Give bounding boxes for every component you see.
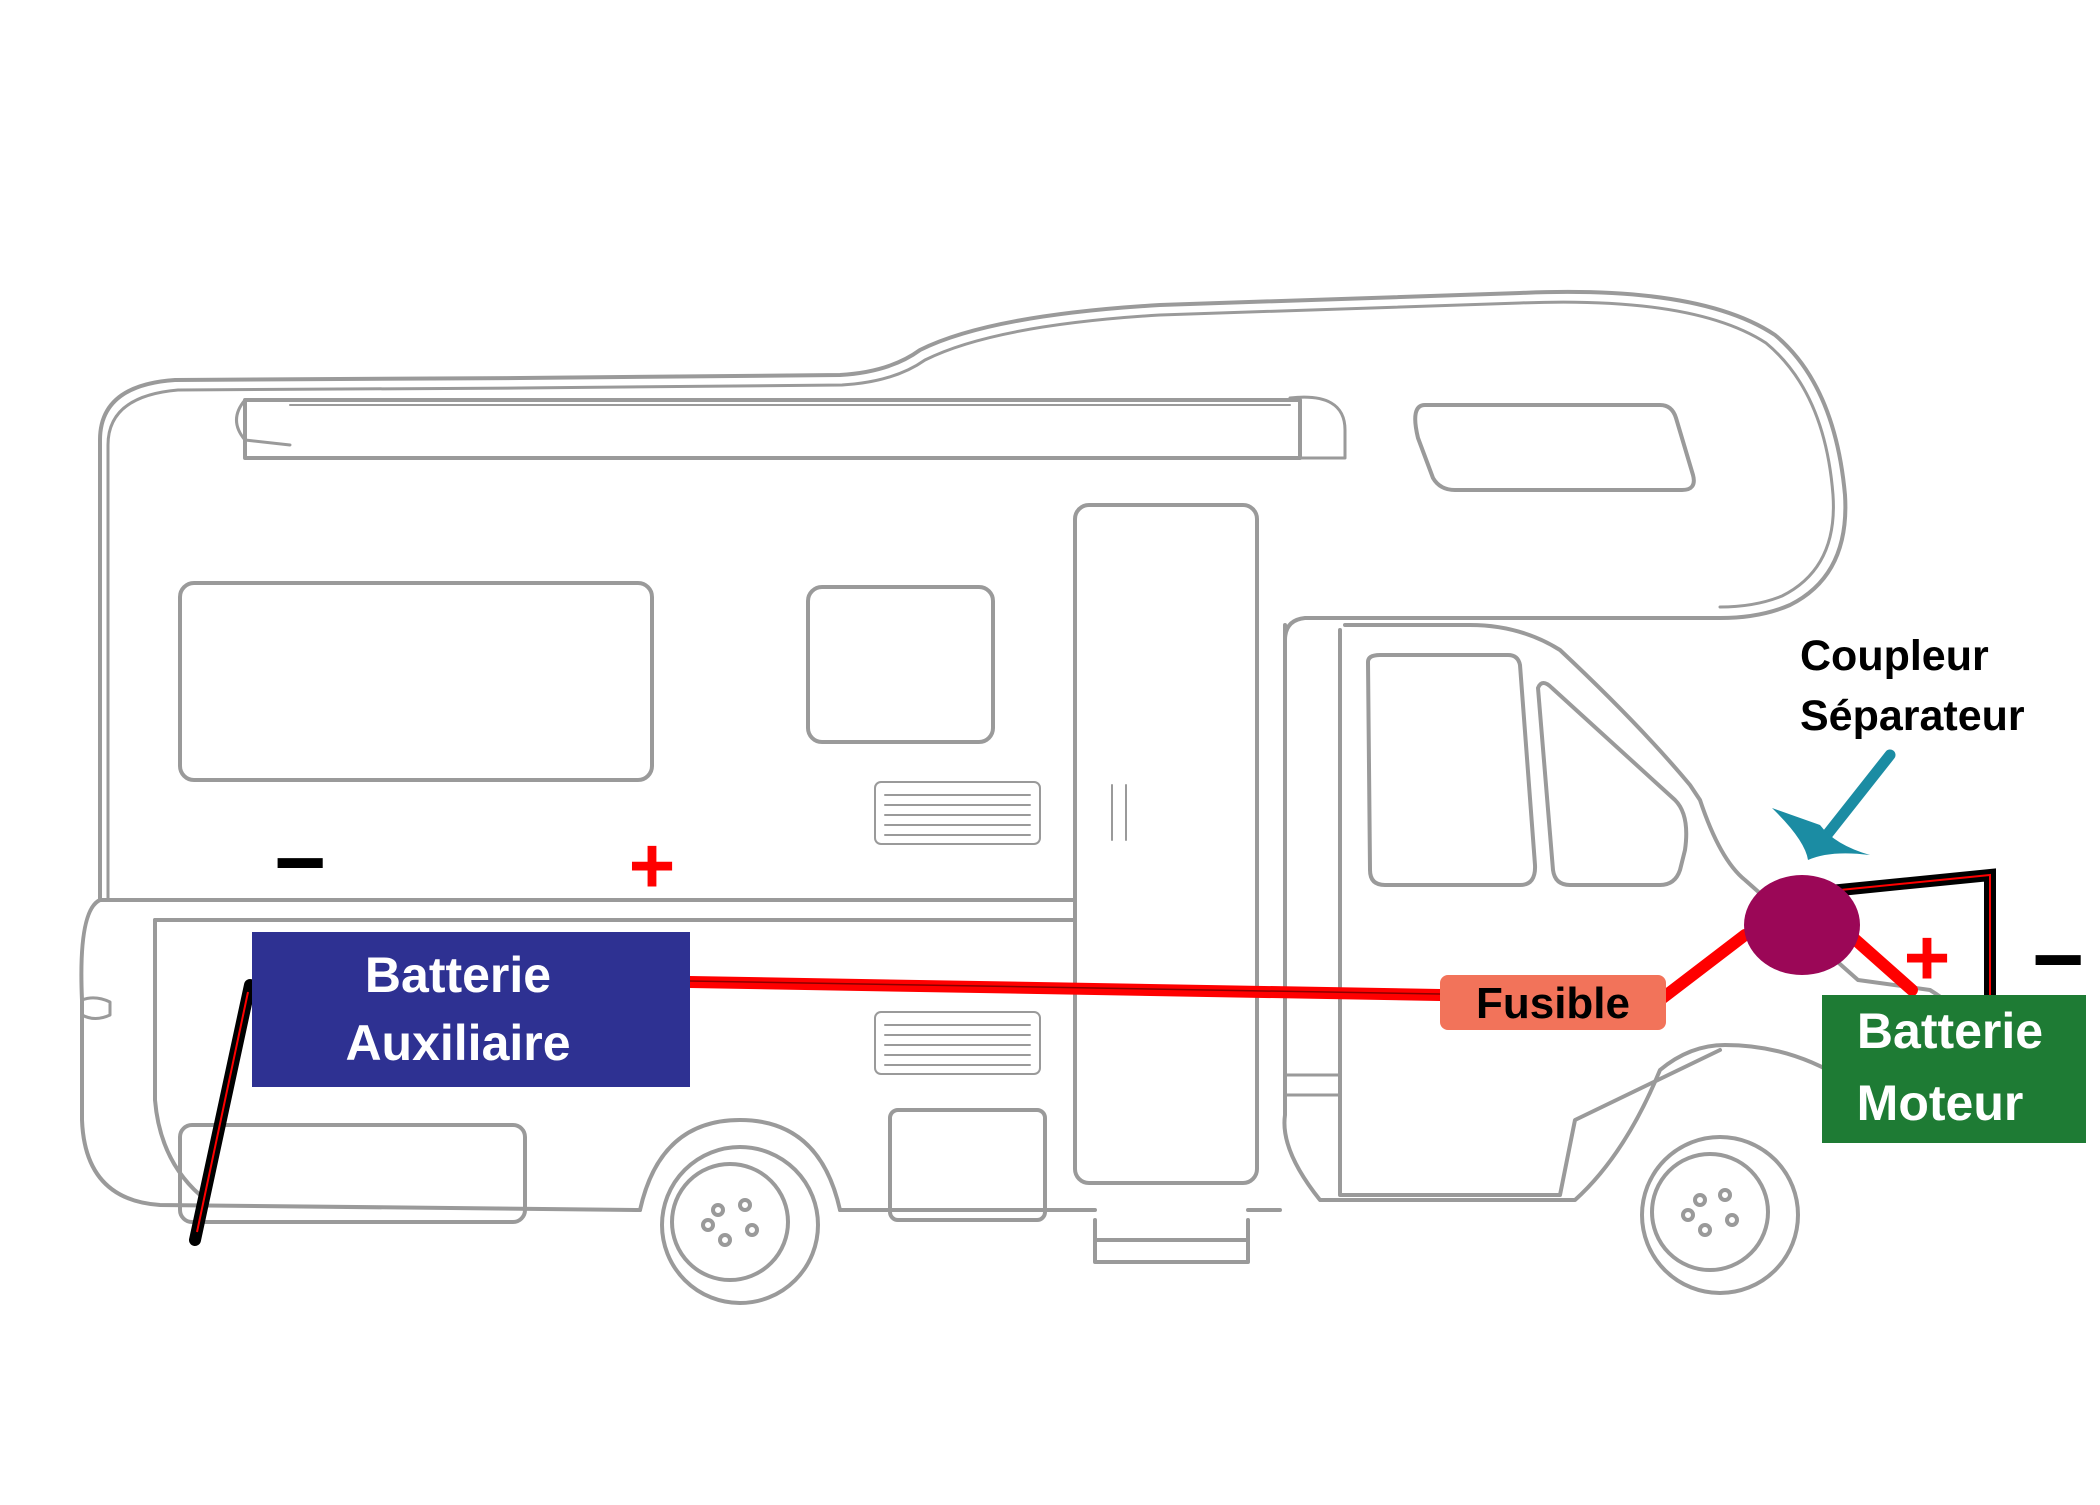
- aux-plus-terminal: +: [629, 821, 676, 910]
- rear-bumper: [153, 918, 202, 1197]
- fuse: Fusible: [1440, 975, 1666, 1030]
- lower-skirt: [79, 898, 642, 1212]
- aux-battery-label-line1: Batterie: [365, 947, 551, 1003]
- coupler-separator: [1744, 875, 1860, 975]
- alcove-window: [1413, 403, 1696, 492]
- coupler-label-line2: Séparateur: [1800, 692, 2025, 740]
- engine-battery: Batterie Moteur: [1822, 995, 2086, 1143]
- entry-step: [1093, 1218, 1250, 1264]
- cab-window: [1366, 653, 1538, 887]
- front-wheel: [1640, 1135, 1800, 1295]
- roof-inner-outline: [106, 300, 1835, 902]
- belt-line: [98, 898, 1077, 922]
- coupler-arrow-icon: [1772, 749, 1896, 860]
- aux-negative-wire-core: [196, 991, 249, 1233]
- vent-lower: [874, 1011, 1041, 1075]
- engine-battery-label-line1: Batterie: [1857, 1003, 2043, 1059]
- engine-minus-terminal: −: [2032, 910, 2085, 1010]
- aux-positive-wire-core: [689, 980, 1441, 995]
- cab-door: [1338, 628, 1722, 1197]
- aux-positive-wire: [684, 976, 1446, 1001]
- door-handle: [1111, 784, 1127, 841]
- entry-door: [1073, 503, 1259, 1185]
- aux-battery: Batterie Auxiliaire: [252, 932, 690, 1087]
- coupler-to-engine-positive-wire: [1844, 929, 1918, 996]
- rear-wheel-arch: [638, 1118, 842, 1212]
- middle-window: [806, 585, 995, 744]
- fuse-label: Fusible: [1476, 979, 1630, 1028]
- roof-and-alcove-outline: [98, 289, 1848, 902]
- cab-side-line: [1283, 1073, 1342, 1097]
- vent-upper: [874, 781, 1041, 845]
- engine-battery-label-line2: Moteur: [1857, 1075, 2024, 1131]
- rear-window: [178, 581, 654, 782]
- awning: [235, 395, 1347, 460]
- motorhome-outline: [79, 289, 1977, 1305]
- storage-hatch-2: [888, 1108, 1047, 1222]
- coupler-label-line1: Coupleur: [1800, 632, 1989, 680]
- aux-battery-label-line2: Auxiliaire: [345, 1015, 570, 1071]
- rear-light: [80, 996, 112, 1020]
- cab-quarter-window: [1536, 681, 1689, 887]
- fuse-to-coupler-wire: [1654, 929, 1751, 1006]
- engine-plus-terminal: +: [1904, 913, 1951, 1002]
- engine-negative-wire-core: [1839, 873, 1991, 1000]
- storage-hatch: [178, 1123, 527, 1224]
- rear-wheel: [660, 1145, 820, 1305]
- aux-minus-terminal: −: [274, 813, 327, 913]
